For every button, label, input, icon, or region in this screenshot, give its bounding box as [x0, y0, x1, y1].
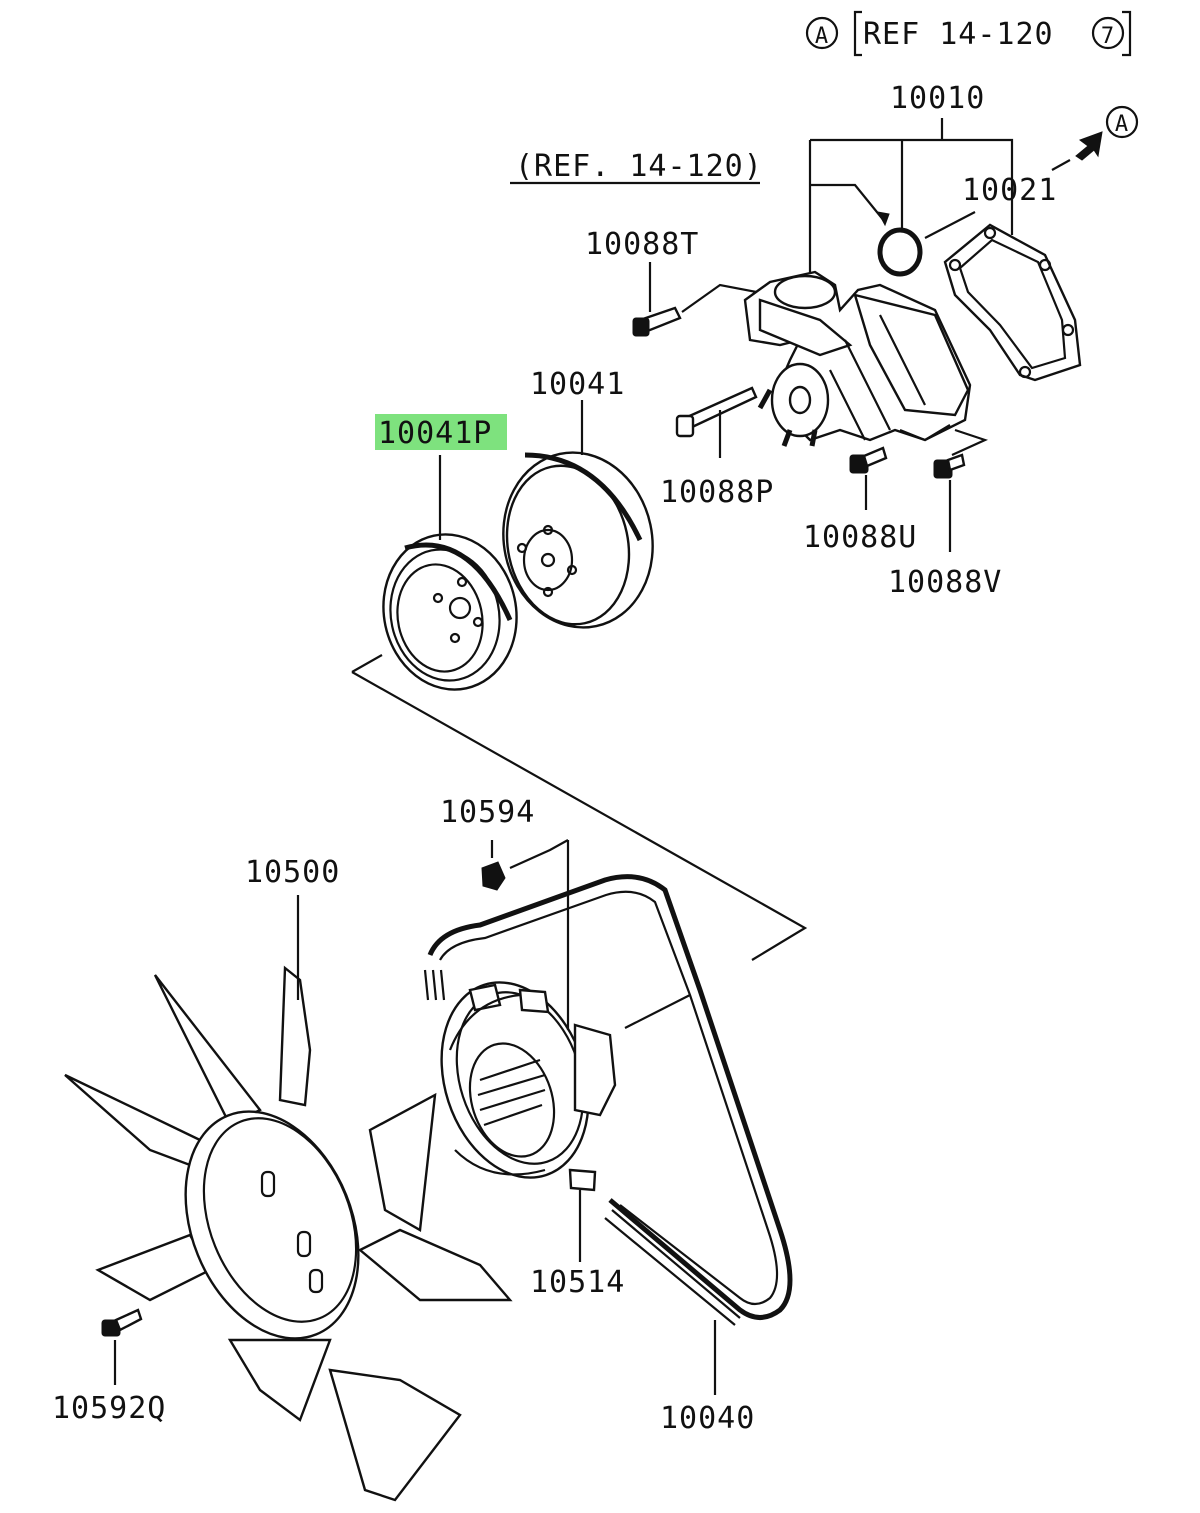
ref-marker-7: 7 [1101, 24, 1115, 49]
label-10088U: 10088U [803, 520, 917, 555]
bolt-10088P [675, 386, 758, 458]
arrow-marker-dash [1051, 159, 1071, 171]
bolt-10592Q [101, 1308, 143, 1385]
label-10041P: 10041P [378, 416, 492, 451]
arrow-marker: A [1051, 105, 1139, 171]
label-10021: 10021 [962, 173, 1057, 208]
bolt-10088U [849, 446, 888, 510]
gasket [943, 223, 1082, 382]
arrow-marker-circle [1105, 105, 1139, 139]
part-labels: (REF. 14-120) 10010 10021 10088T 10041 1… [52, 81, 1057, 1436]
ref-marker-7-circle [1091, 16, 1125, 50]
label-10500: 10500 [245, 855, 340, 890]
label-10514: 10514 [530, 1265, 625, 1300]
leader-lines-top [510, 118, 1014, 313]
bolt-10088V [933, 428, 989, 552]
label-10010: 10010 [890, 81, 985, 116]
pulley-10041 [502, 400, 654, 629]
label-10088P: 10088P [660, 475, 774, 510]
arrow-marker-arrow [1075, 131, 1103, 161]
ref-header: A REF 14-120 7 [805, 10, 1132, 57]
drive-belt [423, 874, 793, 1395]
leader-belt-bracket [351, 654, 808, 961]
ref-text: REF 14-120 [863, 17, 1054, 52]
label-10592Q: 10592Q [52, 1391, 166, 1426]
arrow-marker-label: A [1115, 112, 1129, 137]
bolt-10088T [632, 306, 682, 337]
o-ring [877, 227, 923, 277]
ref-marker-a: A [815, 24, 829, 49]
label-10088T: 10088T [585, 227, 699, 262]
label-10594: 10594 [440, 795, 535, 830]
label-ref-14-120: (REF. 14-120) [515, 149, 763, 184]
nut-10594 [481, 839, 569, 891]
label-10041: 10041 [530, 367, 625, 402]
highlight-10041P [375, 414, 507, 450]
cooling-fan [64, 895, 513, 1502]
water-pump [743, 270, 972, 447]
ref-bracket [853, 10, 1132, 57]
label-10088V: 10088V [888, 565, 1002, 600]
label-10040: 10040 [660, 1401, 755, 1436]
ref-marker-a-circle [805, 16, 839, 50]
fan-clutch [440, 840, 617, 1262]
pulley-10041P [382, 455, 518, 691]
